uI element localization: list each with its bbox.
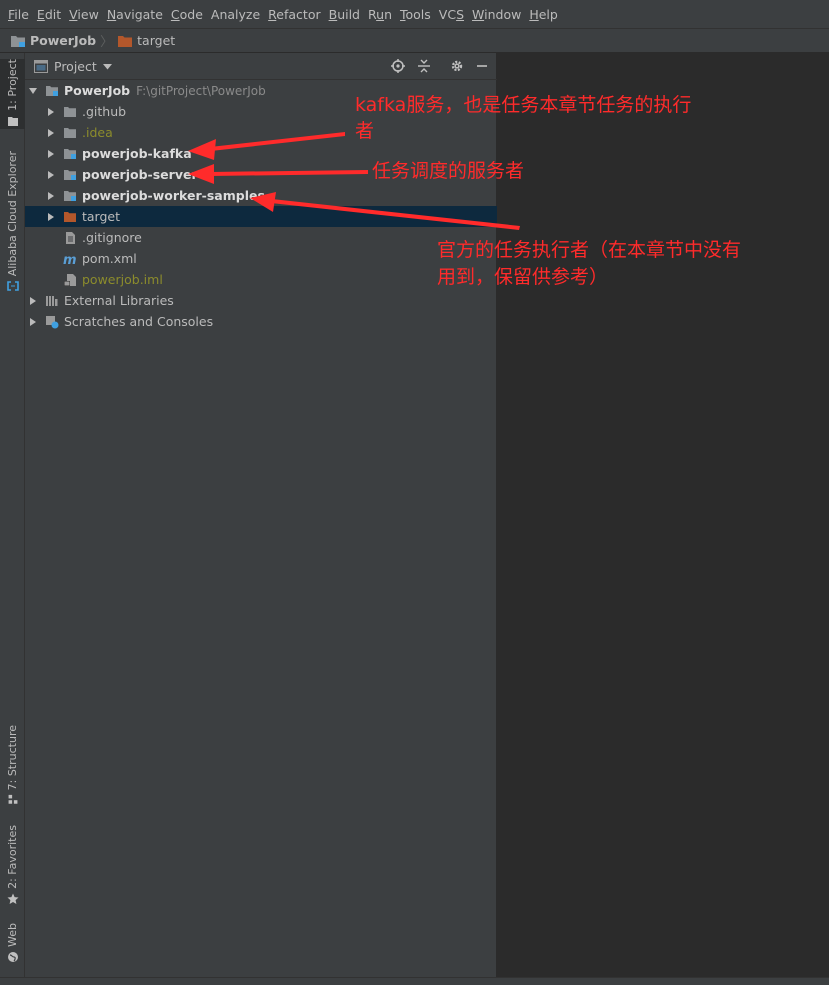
breadcrumb-project[interactable]: PowerJob xyxy=(10,33,96,48)
window-icon xyxy=(34,60,48,73)
collapsed-arrow-icon[interactable] xyxy=(46,149,56,159)
tab-alibaba-cloud-explorer[interactable]: Alibaba Cloud Explorer xyxy=(0,151,25,293)
folder-icon xyxy=(64,127,76,138)
menu-bar: File Edit View Navigate Code Analyze Ref… xyxy=(0,0,829,28)
annotation-samples-line2: 用到，保留供参考） xyxy=(437,266,609,288)
tree-item-root[interactable]: PowerJob F:\gitProject\PowerJob xyxy=(25,80,500,101)
tree-item-powerjob-server[interactable]: powerjob-server xyxy=(25,164,518,185)
collapsed-arrow-icon[interactable] xyxy=(46,191,56,201)
menu-view[interactable]: View xyxy=(69,6,99,22)
breadcrumb: PowerJob 〉 target xyxy=(0,28,829,53)
annotation-samples-line1: 官方的任务执行者（在本章节中没有 xyxy=(437,239,742,261)
tab-structure[interactable]: 7: Structure xyxy=(0,725,25,805)
menu-refactor[interactable]: Refactor xyxy=(268,6,321,22)
collapsed-arrow-icon[interactable] xyxy=(46,107,56,117)
tree-item-target[interactable]: target xyxy=(25,206,518,227)
annotation-kafka-line1: kafka服务，也是任务本章节任务的执行 xyxy=(355,94,692,116)
menu-navigate[interactable]: Navigate xyxy=(106,6,163,22)
tree-item-scratches-and-consoles[interactable]: Scratches and Consoles xyxy=(25,311,500,332)
tree-item-powerjob-kafka[interactable]: powerjob-kafka xyxy=(25,143,518,164)
menu-code[interactable]: Code xyxy=(170,6,203,22)
svg-text:m: m xyxy=(63,253,77,266)
tree-item-gitignore[interactable]: .gitignore xyxy=(25,227,535,248)
menu-run[interactable]: Run xyxy=(368,6,392,22)
tree-item-github[interactable]: .github xyxy=(25,101,518,122)
menu-vcs[interactable]: VCS xyxy=(438,6,465,22)
folder-icon xyxy=(7,116,18,126)
module-file-icon xyxy=(64,273,76,286)
tree-item-iml[interactable]: powerjob.iml xyxy=(25,269,535,290)
menu-build[interactable]: Build xyxy=(328,6,360,22)
collapsed-arrow-icon[interactable] xyxy=(28,317,38,327)
status-bar xyxy=(0,977,829,985)
project-panel: Project PowerJob F:\gitProject\PowerJob … xyxy=(25,53,518,977)
left-tool-strip: 1: Project Alibaba Cloud Explorer 7: Str… xyxy=(0,53,25,984)
collapsed-arrow-icon[interactable] xyxy=(46,212,56,222)
library-icon xyxy=(46,295,58,306)
menu-edit[interactable]: Edit xyxy=(36,6,62,22)
annotation-server: 任务调度的服务者 xyxy=(372,160,525,182)
collapsed-arrow-icon[interactable] xyxy=(46,170,56,180)
star-icon xyxy=(7,893,18,904)
gear-icon[interactable] xyxy=(450,59,464,73)
module-folder-icon xyxy=(64,148,76,159)
structure-icon xyxy=(8,795,17,805)
text-file-icon xyxy=(66,231,75,244)
menu-window[interactable]: Window xyxy=(472,6,522,22)
menu-file[interactable]: File xyxy=(8,6,29,22)
alibaba-cloud-icon xyxy=(6,281,19,292)
menu-analyze[interactable]: Analyze xyxy=(210,6,261,22)
maven-icon: m xyxy=(63,253,77,266)
folder-icon xyxy=(64,106,76,117)
tab-favorites[interactable]: 2: Favorites xyxy=(0,825,25,905)
project-view-selector[interactable]: Project xyxy=(34,59,112,74)
collapsed-arrow-icon[interactable] xyxy=(28,296,38,306)
globe-icon xyxy=(7,951,18,962)
chevron-down-icon xyxy=(102,63,112,69)
minimize-icon[interactable] xyxy=(475,59,489,73)
panel-header: Project xyxy=(25,53,497,80)
tree-item-external-libraries[interactable]: External Libraries xyxy=(25,290,500,311)
expanded-arrow-icon[interactable] xyxy=(28,86,38,96)
module-folder-icon xyxy=(64,169,76,180)
editor-area[interactable] xyxy=(497,53,829,977)
tab-web[interactable]: Web xyxy=(0,923,25,968)
locate-icon[interactable] xyxy=(391,59,405,73)
breadcrumb-separator: 〉 xyxy=(100,35,114,50)
annotation-kafka-line2: 者 xyxy=(355,120,375,142)
folder-excluded-icon xyxy=(118,35,133,47)
tree-item-pom[interactable]: m pom.xml xyxy=(63,251,137,266)
collapsed-arrow-icon[interactable] xyxy=(46,128,56,138)
scratches-icon xyxy=(46,315,59,328)
menu-tools[interactable]: Tools xyxy=(400,6,431,22)
collapse-all-icon[interactable] xyxy=(417,59,431,73)
tree-item-powerjob-worker-samples[interactable]: powerjob-worker-samples xyxy=(25,185,518,206)
menu-help[interactable]: Help xyxy=(529,6,558,22)
module-folder-icon xyxy=(11,35,25,47)
tree-item-idea[interactable]: .idea xyxy=(25,122,518,143)
module-folder-icon xyxy=(64,190,76,201)
tab-project[interactable]: 1: Project xyxy=(0,59,25,129)
folder-excluded-icon xyxy=(64,211,76,222)
module-folder-icon xyxy=(46,85,58,96)
breadcrumb-target[interactable]: target xyxy=(117,33,175,48)
